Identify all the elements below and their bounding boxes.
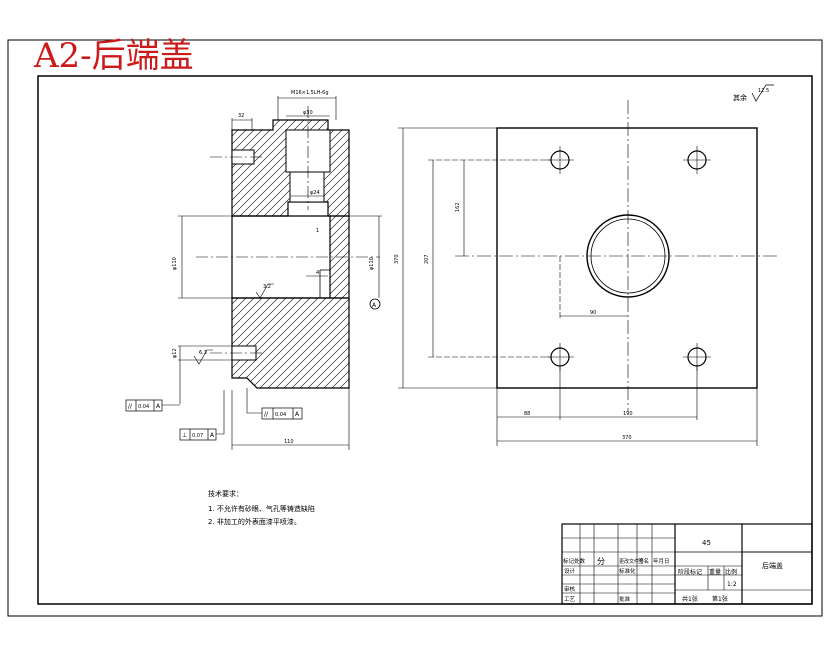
tb-field-stage: 阶段标记 [678, 568, 702, 576]
tb-header-4: 年月日 [653, 557, 670, 565]
sheet-title: A2-后端盖 [34, 36, 194, 76]
section-view: 32 M16×1.5LH-6g φ30 φ24 φ110 φ110 1 4 3.… [125, 90, 382, 450]
tolerance-frame-2: // 0.04 A [246, 388, 303, 420]
svg-text:A: A [210, 432, 215, 439]
dim-hole: φ12 [172, 348, 178, 358]
dim-bore-right: φ110 [369, 257, 375, 270]
tech-requirements: 技术要求： 1. 不允许有砂眼、气孔等铸造缺陷 2. 非加工的外表面漆平喷漆。 [208, 489, 315, 526]
title-block-text: 45 后端盖 标记处数 分 更改文件号 签名 年月日 阶段标记 重量 比例 1:… [563, 539, 783, 603]
tb-scale: 1:2 [727, 581, 737, 588]
roughness-left-icon [193, 349, 213, 365]
tolerance-frame-1: // 0.04 A [125, 399, 180, 412]
tb-sheets-total: 共1张 [682, 595, 698, 603]
svg-text://: // [264, 411, 269, 418]
dim-section-width: 110 [284, 439, 294, 445]
roughness-left: 6.3 [199, 350, 207, 356]
tb-header-1: 分 [597, 557, 605, 566]
tb-row-process: 工艺 [564, 596, 576, 603]
section-lower-block [231, 297, 350, 389]
tb-row-design: 设计 [564, 567, 576, 575]
roughness-value: 12.5 [758, 88, 769, 94]
dim-counterbore: φ30 [303, 110, 313, 116]
svg-text:0.04: 0.04 [275, 412, 286, 418]
roughness-mid-icon [255, 283, 274, 299]
tb-field-scale: 比例 [725, 568, 737, 576]
tb-material: 45 [702, 539, 711, 547]
tb-row-review: 审核 [564, 585, 576, 593]
dim-plan-height: 370 [394, 254, 400, 264]
tb-header-2: 更改文件号 [619, 558, 644, 565]
svg-text:0.07: 0.07 [192, 433, 203, 439]
datum-label: A [372, 302, 377, 309]
plan-view: 370 207 162 90 88 190 370 [394, 100, 780, 446]
svg-text:A: A [295, 411, 300, 418]
tb-sheet-no: 第1张 [712, 595, 728, 603]
dim-plan-inner: 207 [424, 254, 430, 264]
dim-bore-left: φ110 [172, 257, 178, 270]
inner-step-cavity [289, 171, 325, 203]
bolt-holes [550, 150, 707, 367]
dim-chamfer: 1 [316, 228, 319, 234]
dim-plan-holes: 162 [455, 202, 461, 212]
svg-text:0.04: 0.04 [138, 404, 149, 410]
tech-item-2: 2. 非加工的外表面漆平喷漆。 [208, 517, 301, 526]
tolerance-frame-3: ⊥ 0.07 A [179, 390, 225, 441]
tb-standardization: 标准化 [619, 567, 636, 575]
tech-heading: 技术要求： [208, 489, 243, 498]
tb-approve: 批准 [619, 595, 631, 603]
tb-header-0: 标记处数 [563, 557, 586, 565]
dim-plan-radius: 90 [590, 310, 596, 316]
datum-icon [369, 298, 381, 310]
roughness-note: 其余 [733, 93, 747, 102]
tb-header-3: 签名 [638, 557, 649, 565]
svg-text:A: A [156, 403, 161, 410]
tb-part-name: 后端盖 [762, 561, 783, 570]
plate-outline [496, 127, 758, 389]
dim-top-left: 32 [238, 113, 244, 119]
dim-plan-width: 370 [622, 435, 632, 441]
outer-frame [7, 39, 823, 617]
svg-text://: // [128, 403, 133, 410]
dim-small-step: 4 [316, 270, 319, 276]
tb-field-weight: 重量 [709, 568, 721, 576]
svg-text:⊥: ⊥ [182, 432, 187, 439]
general-roughness: 其余 12.5 [733, 84, 774, 102]
roughness-symbol-icon [751, 84, 774, 102]
dim-thread: M16×1.5LH-6g [291, 90, 329, 96]
tech-item-1: 1. 不允许有砂眼、气孔等铸造缺陷 [208, 504, 315, 513]
title-block [561, 523, 813, 605]
roughness-mid: 3.2 [263, 284, 271, 290]
inner-frame [37, 75, 813, 605]
dim-inner: φ24 [310, 190, 320, 196]
dim-plan-left-offset: 88 [524, 411, 530, 417]
dim-plan-hole-spacing: 190 [623, 411, 633, 417]
